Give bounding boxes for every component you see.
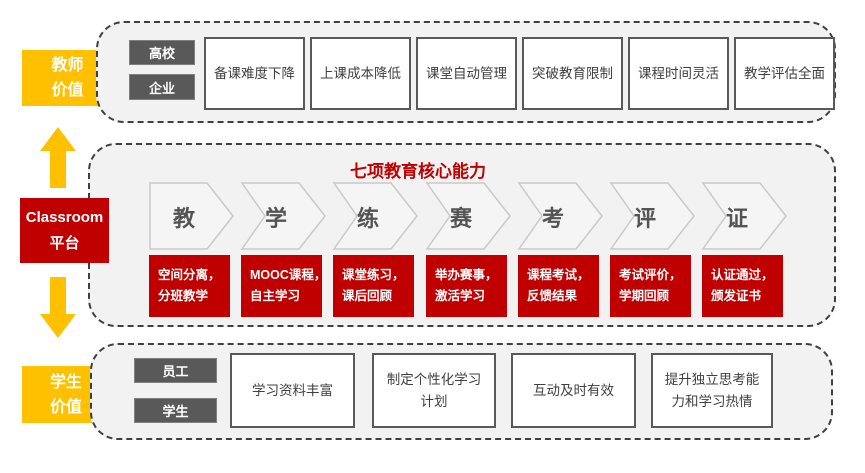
step-detail-line1: 课堂练习，	[342, 268, 405, 282]
step-label: 证	[725, 206, 748, 231]
classroom-platform-badge: Classroom 平台	[20, 198, 109, 263]
step-detail-line1: MOOC课程，	[250, 268, 327, 282]
teacher-value-line2: 价值	[51, 82, 84, 99]
teacher-value-section: 高校 企业 备课难度下降 上课成本降低 课堂自动管理 突破教育限制 课程时间灵活…	[96, 21, 836, 123]
step-detail-line1: 举办赛事，	[435, 268, 498, 282]
section-title: 七项教育核心能力	[350, 162, 486, 181]
platform-line1: Classroom	[25, 208, 104, 226]
step-label: 教	[172, 206, 195, 231]
teacher-benefit-card: 上课成本降低	[310, 37, 411, 110]
step-label: 练	[356, 206, 379, 231]
step-detail-card: MOOC课程， 自主学习	[241, 255, 327, 317]
step-detail-card: 空间分离， 分班教学	[149, 255, 230, 317]
audience-tag-student: 学生	[134, 398, 217, 423]
step-detail-line1: 考试评价，	[619, 268, 682, 282]
student-value-section: 员工 学生 学习资料丰富 制定个性化学习计划 互动及时有效 提升独立思考能力和学…	[90, 343, 833, 440]
step-label: 评	[633, 206, 656, 231]
down-arrow-icon	[40, 277, 76, 338]
teacher-value-line1: 教师	[51, 57, 84, 74]
chevron-icon	[517, 182, 603, 250]
teacher-benefit-card: 教学评估全面	[734, 37, 835, 110]
audience-tag-employee: 员工	[134, 358, 217, 383]
chevron-step: 学	[240, 182, 341, 250]
platform-line2: 平台	[49, 234, 80, 252]
step-detail-line1: 认证通过，	[711, 268, 774, 282]
student-value-line2: 价值	[49, 398, 82, 416]
chevron-step: 赛	[425, 182, 526, 250]
student-benefit-card: 互动及时有效	[511, 353, 636, 428]
audience-tag-university: 高校	[129, 40, 195, 65]
platform-section: 七项教育核心能力 教 学 练 赛 考 评 证	[88, 143, 836, 327]
student-value-line1: 学生	[49, 373, 82, 391]
step-detail-card: 举办赛事， 激活学习	[426, 255, 507, 317]
step-label: 学	[264, 206, 287, 231]
chevron-step: 教	[149, 182, 249, 250]
chevron-icon	[240, 182, 326, 250]
chevron-step: 证	[701, 182, 802, 250]
chevron-icon	[149, 182, 234, 250]
teacher-benefit-card: 课堂自动管理	[416, 37, 517, 110]
chevron-step: 考	[517, 182, 618, 250]
step-detail-line2: 颁发证书	[711, 289, 762, 303]
chevron-icon	[332, 182, 418, 250]
step-detail-line2: 激活学习	[435, 289, 486, 303]
teacher-benefit-card: 备课难度下降	[204, 37, 305, 110]
student-benefit-card: 提升独立思考能力和学习热情	[651, 353, 773, 428]
chevron-icon	[425, 182, 511, 250]
teacher-benefit-row: 备课难度下降 上课成本降低 课堂自动管理 突破教育限制 课程时间灵活 教学评估全…	[204, 37, 835, 110]
chevron-step: 练	[332, 182, 433, 250]
step-detail-line2: 自主学习	[250, 289, 301, 303]
student-benefit-card: 制定个性化学习计划	[372, 353, 496, 428]
audience-tag-enterprise: 企业	[129, 74, 195, 100]
step-detail-line1: 空间分离，	[158, 268, 221, 282]
teacher-benefit-card: 课程时间灵活	[628, 37, 729, 110]
step-detail-line2: 课后回顾	[342, 289, 393, 303]
up-arrow-icon	[40, 127, 76, 188]
step-label: 考	[541, 206, 564, 231]
student-benefit-card: 学习资料丰富	[230, 353, 355, 428]
step-detail-card: 课堂练习， 课后回顾	[333, 255, 414, 317]
step-detail-line2: 反馈结果	[527, 289, 578, 303]
step-detail-card: 课程考试， 反馈结果	[518, 255, 599, 317]
step-detail-line2: 学期回顾	[619, 289, 670, 303]
step-detail-card: 认证通过， 颁发证书	[702, 255, 783, 317]
teacher-benefit-card: 突破教育限制	[522, 37, 623, 110]
chevron-icon	[609, 182, 695, 250]
step-detail-line1: 课程考试，	[527, 268, 590, 282]
step-detail-line2: 分班教学	[158, 289, 209, 303]
chevron-step: 评	[609, 182, 710, 250]
step-label: 赛	[449, 206, 472, 231]
chevron-icon	[701, 182, 787, 250]
step-detail-card: 考试评价， 学期回顾	[610, 255, 691, 317]
